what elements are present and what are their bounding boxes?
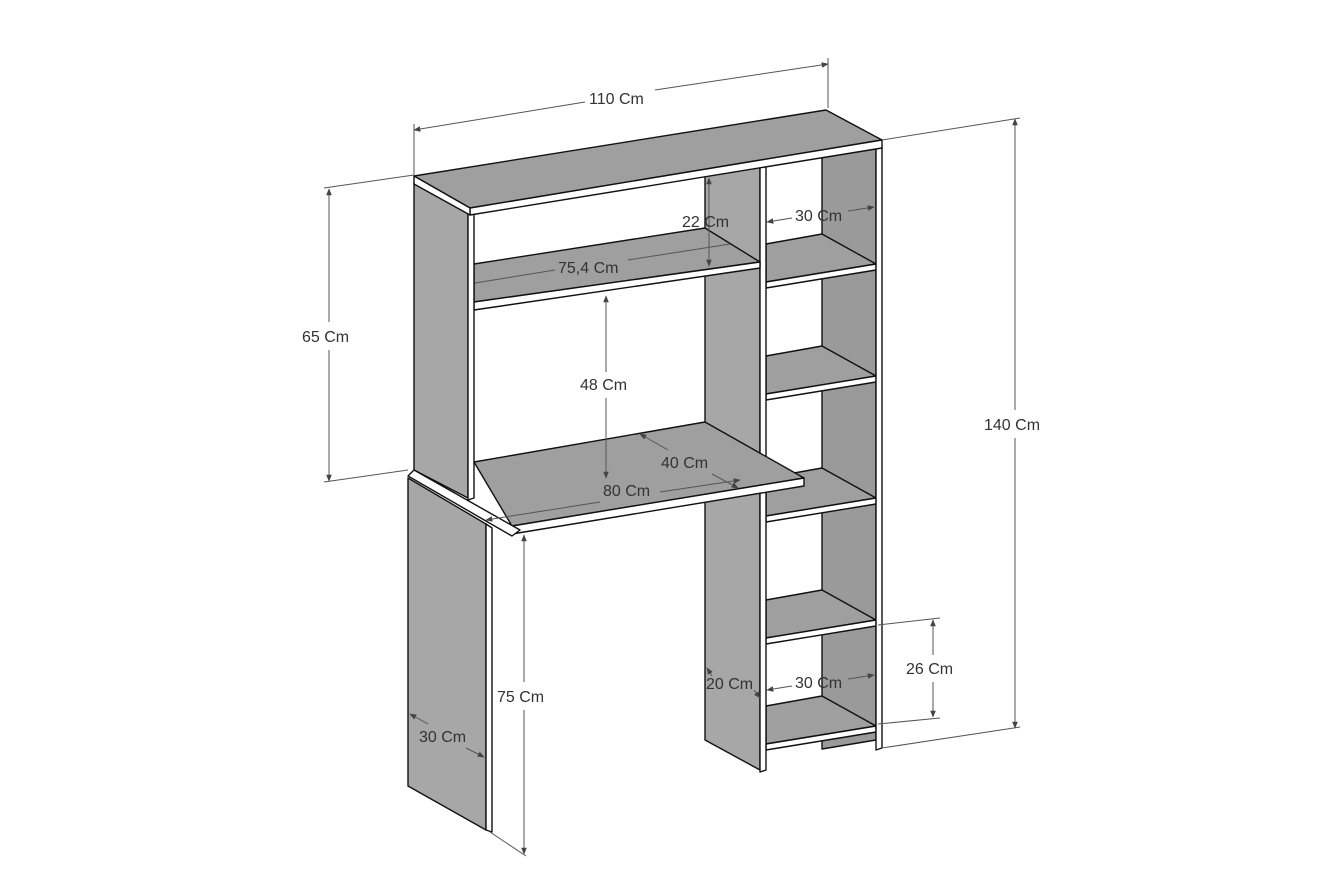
hutch-height-label: 65 Cm: [302, 329, 349, 346]
top-board-side-edge: [413, 175, 471, 216]
inner-shelf-width-label: 75,4 Cm: [558, 260, 618, 277]
desk-left-leg: [407, 477, 487, 831]
shelf-gap-label: 26 Cm: [906, 661, 953, 678]
desk-depth-label: 40 Cm: [661, 455, 708, 472]
desk-clearance-label: 48 Cm: [580, 377, 627, 394]
top-shelf-width-dimline-b: [847, 205, 875, 212]
shelf-gap-ext-top: [877, 617, 941, 626]
bottom-shelf-width-dimline-a: [766, 685, 793, 692]
total-width-label: 110 Cm: [589, 91, 644, 108]
desk-depth-dimline-a: [639, 433, 669, 451]
mid-depth-dimline-a: [706, 667, 713, 677]
hutch-height-ext-bottom: [323, 469, 409, 483]
leg-depth-label: 30 Cm: [419, 729, 466, 746]
desk-height-ext-bottom: [489, 831, 527, 857]
desk-left-leg-edge: [485, 523, 493, 833]
total-height-ext-top: [881, 117, 1021, 141]
mid-depth-dimline-b: [753, 689, 761, 699]
total-height-ext-bottom: [881, 726, 1021, 749]
desk-height-label: 75 Cm: [497, 689, 544, 706]
dimension-annotations: 110 Cm 140 Cm 65 Cm 22 Cm 30 Cm 75,4 Cm …: [302, 58, 1040, 857]
desk-depth-dimline-b: [711, 473, 739, 489]
top-shelf-width-dimline-a: [766, 217, 793, 224]
desk-width-label: 80 Cm: [603, 483, 650, 500]
desk-width-dimline-a: [485, 501, 601, 522]
inner-shelf-width-dimline-a: [474, 269, 556, 284]
right-side-panel-edge: [875, 145, 883, 751]
desk-width-dimline-b: [659, 478, 741, 493]
mid-depth-label: 20 Cm: [706, 676, 753, 693]
hutch-left-panel: [413, 181, 469, 499]
inner-shelf-width-dimline-b: [627, 243, 731, 261]
desk-shelf-unit: [407, 109, 883, 833]
total-width-dimline-b: [654, 62, 829, 91]
leg-depth-dimline-b: [465, 747, 485, 758]
bottom-shelf-width-label: 30 Cm: [795, 675, 842, 692]
bottom-shelf-width-dimline-b: [847, 673, 875, 680]
top-shelf-width-label: 30 Cm: [795, 208, 842, 225]
leg-depth-dimline-a: [409, 713, 429, 725]
top-gap-label: 22 Cm: [682, 214, 729, 231]
total-width-dimline-a: [413, 101, 586, 132]
shelf-gap-ext-bottom: [877, 717, 941, 725]
hutch-height-ext-top: [323, 174, 415, 189]
total-height-label: 140 Cm: [984, 417, 1040, 434]
hutch-left-panel-edge: [467, 210, 475, 501]
